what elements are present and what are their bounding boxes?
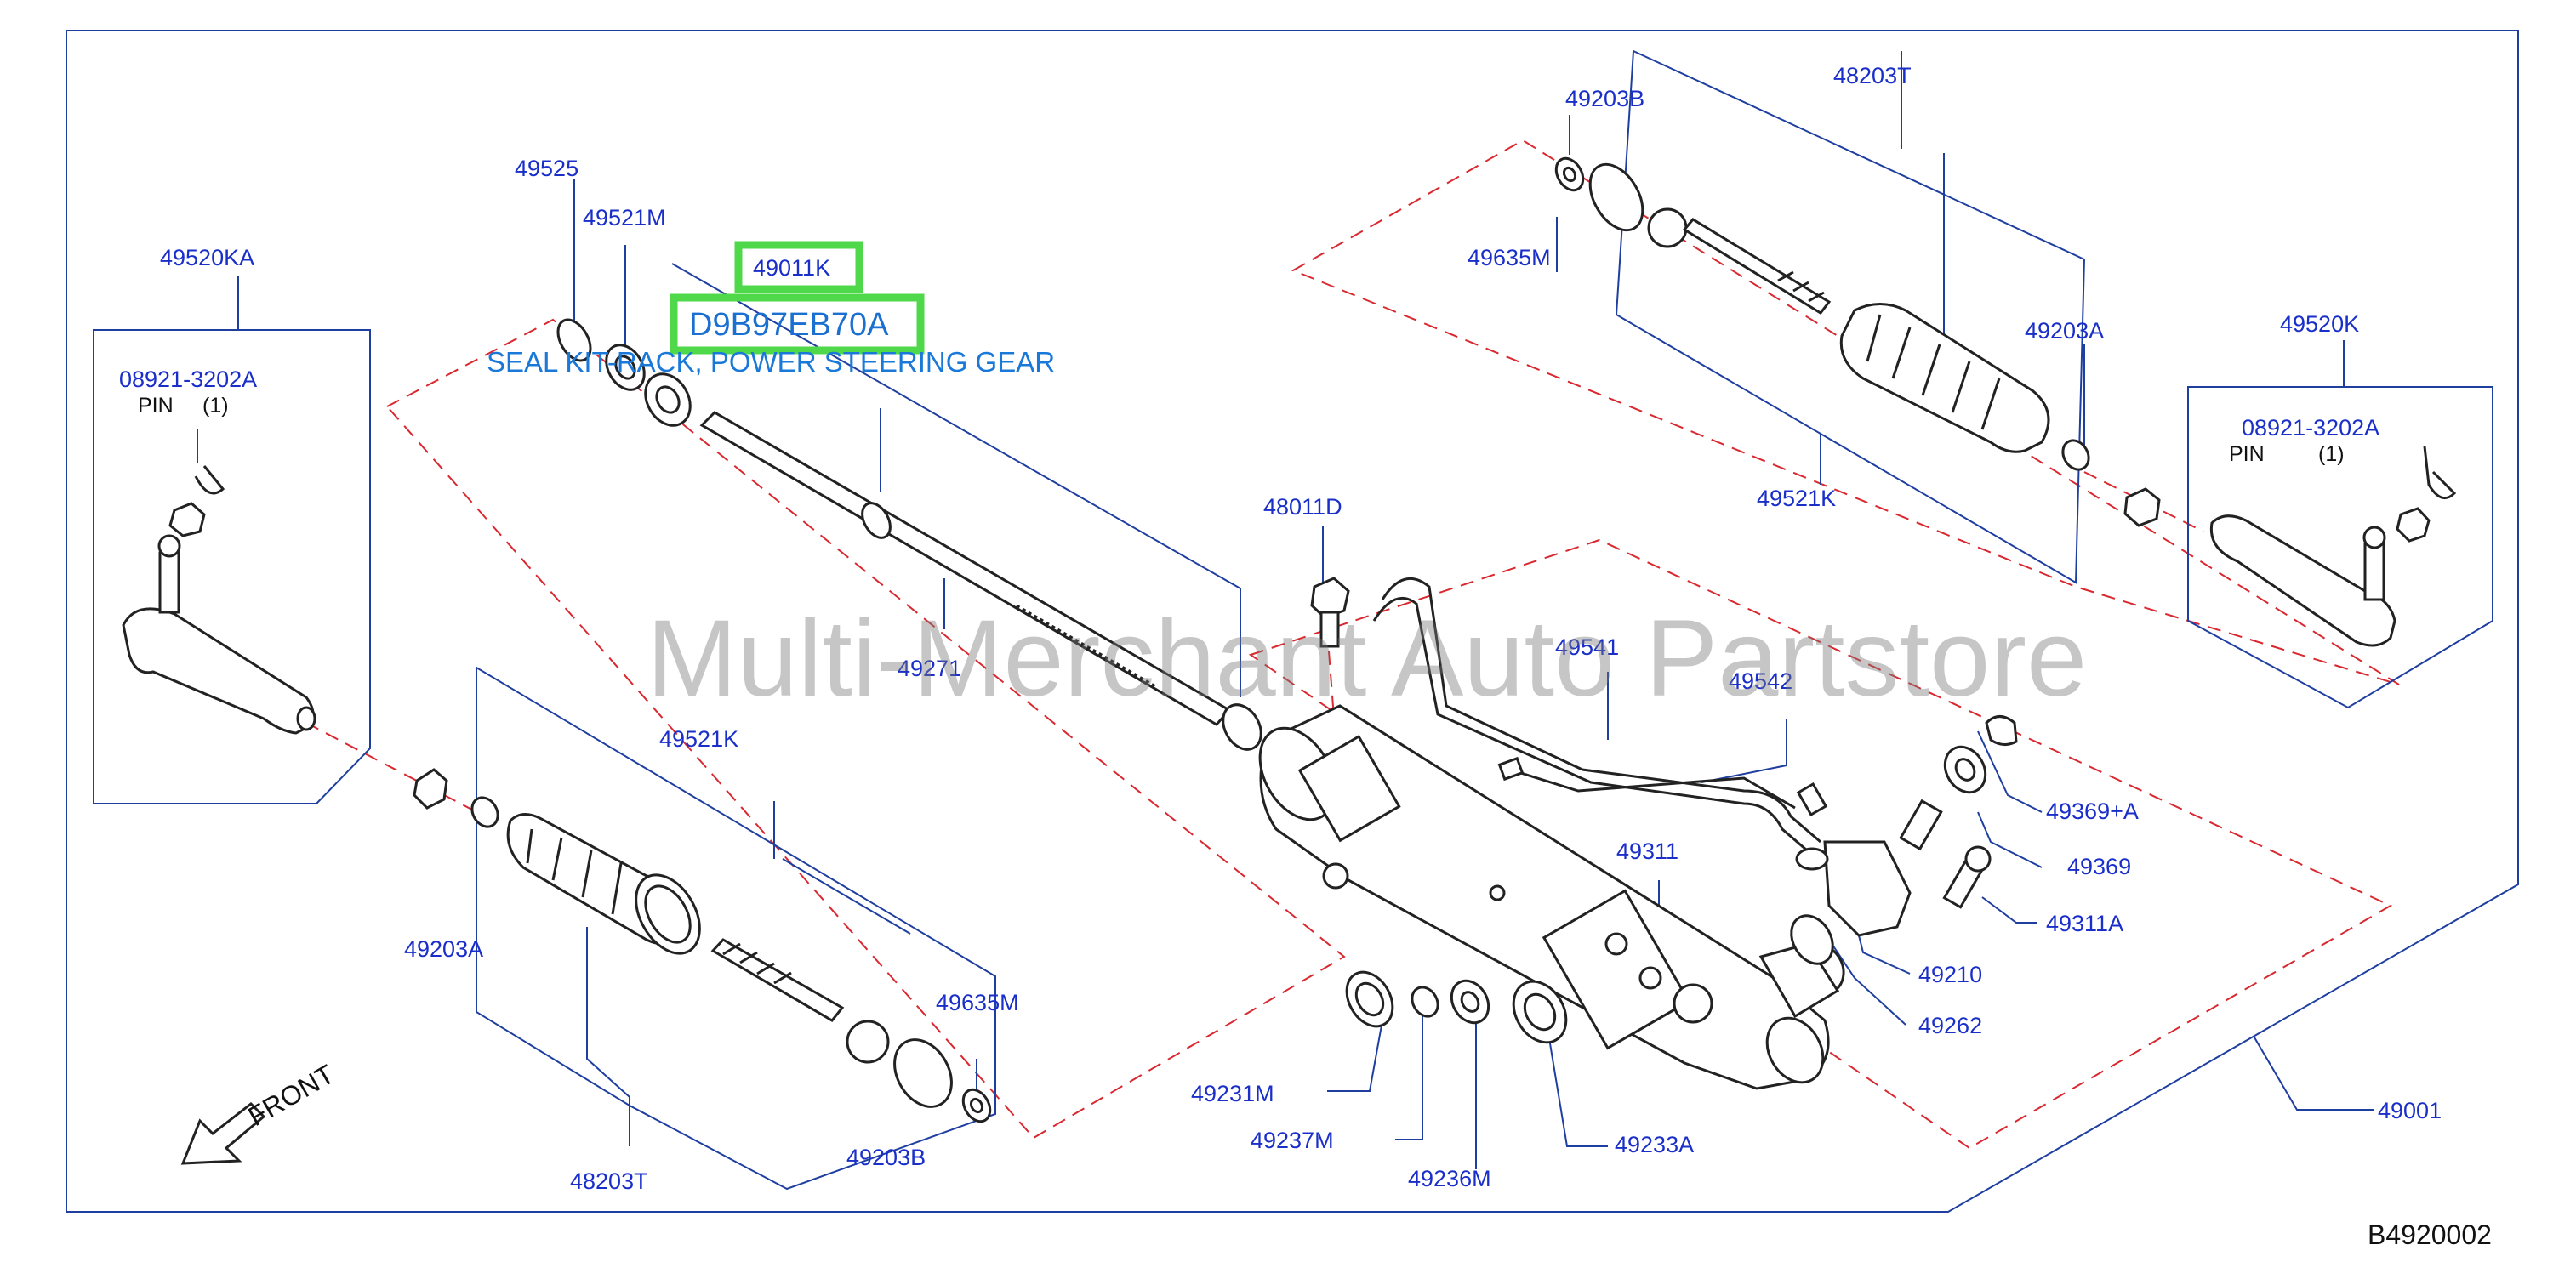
callout-49233A[interactable]: 49233A: [1615, 1132, 1694, 1157]
callout-48011D[interactable]: 48011D: [1263, 494, 1342, 520]
callout-49311[interactable]: 49311: [1616, 838, 1678, 864]
callout-49203B-top[interactable]: 49203B: [1565, 86, 1644, 111]
callout-49635M-top[interactable]: 49635M: [1468, 245, 1551, 270]
callout-49369[interactable]: 49369: [2067, 854, 2131, 879]
part-clamp-49203A-left: [470, 796, 499, 828]
part-pipes-49541-49542: [1372, 577, 1828, 856]
callout-49203A-left[interactable]: 49203A: [404, 936, 483, 962]
tie-rod-dash-left: [305, 722, 486, 817]
callout-49635M-bottom[interactable]: 49635M: [936, 990, 1019, 1015]
callout-49236M[interactable]: 49236M: [1408, 1166, 1491, 1191]
part-clamp-49203B-bottom: [893, 1038, 953, 1108]
callout-49210[interactable]: 49210: [1918, 962, 1982, 987]
part-bushing-49236M: [1450, 979, 1490, 1025]
part-inner-tie-rod-top: [1647, 207, 1832, 315]
highlight-box-49011K: [734, 241, 863, 293]
callout-49521K-bottom[interactable]: 49521K: [659, 726, 738, 752]
callout-49311A[interactable]: 49311A: [2046, 911, 2123, 936]
part-bushing-49521M: [605, 344, 646, 391]
callout-labels: 49525 49521M 49520KA 08921-3202A PIN (1)…: [119, 63, 2442, 1194]
part-bolt-49311A: [1942, 845, 1992, 909]
part-washer-49635M-bottom: [961, 1088, 992, 1123]
part-valve-49210: [1795, 799, 1943, 937]
part-bushing-49231M: [1345, 970, 1394, 1028]
part-seal-49369: [1943, 745, 1987, 794]
selection-highlight: 49011K D9B97EB70A SEAL KIT-RACK, POWER S…: [487, 241, 1055, 378]
part-boot-48203T-bottom: [506, 813, 701, 955]
part-snap-ring-49525: [556, 318, 592, 362]
part-oring-49262: [1790, 914, 1834, 965]
group-outline-right-tierod: [1291, 139, 2400, 685]
leader-lines: [197, 51, 2374, 1169]
group-outline-rack: [385, 318, 1346, 1140]
part-inner-tie-rod-bottom: [710, 938, 890, 1064]
part-washer-49369A: [1985, 715, 2018, 746]
callout-49011K[interactable]: 49011K: [753, 255, 830, 281]
selected-part-code[interactable]: D9B97EB70A: [689, 307, 889, 343]
callout-08921-left[interactable]: 08921-3202A: [119, 367, 257, 392]
part-washer-49635M-top: [1554, 156, 1585, 192]
part-tie-rod-end-right: [2209, 446, 2457, 647]
callout-49001[interactable]: 49001: [2378, 1098, 2442, 1123]
part-rack-49271: [699, 411, 1262, 751]
part-nut-right: [2123, 487, 2161, 527]
bracket-49520K: [2187, 386, 2493, 709]
callout-48203T-bottom[interactable]: 48203T: [570, 1168, 648, 1194]
callout-49237M[interactable]: 49237M: [1251, 1128, 1334, 1153]
front-arrow: FRONT: [180, 1059, 339, 1165]
pin-label-right: PIN: [2229, 442, 2265, 466]
part-bolt-48011D: [1310, 577, 1350, 648]
callout-49262[interactable]: 49262: [1918, 1013, 1982, 1038]
part-clamp-49203A-right: [2061, 439, 2090, 471]
part-clamp-49203B-top: [1588, 162, 1644, 232]
callout-48203T-top[interactable]: 48203T: [1833, 63, 1912, 88]
callout-49521K-top[interactable]: 49521K: [1757, 486, 1836, 511]
part-bushing-49237M: [1411, 986, 1439, 1018]
diagram-id: B4920002: [2368, 1219, 2492, 1250]
callout-49521M[interactable]: 49521M: [583, 205, 666, 230]
part-boot-48203T-top: [1839, 303, 2050, 453]
callout-49271[interactable]: 49271: [898, 656, 961, 681]
diagram-frame: [66, 30, 2519, 1213]
callout-49541[interactable]: 49541: [1555, 634, 1619, 660]
front-label: FRONT: [243, 1059, 339, 1132]
pin-qty-right: (1): [2318, 442, 2345, 466]
callout-49542[interactable]: 49542: [1729, 668, 1792, 694]
callout-49203B-bottom[interactable]: 49203B: [846, 1145, 926, 1170]
callout-49520K[interactable]: 49520K: [2280, 311, 2359, 337]
pin-qty-left: (1): [202, 394, 229, 418]
watermark: Multi-Merchant Auto Partstore: [647, 598, 2087, 719]
part-nut-left: [413, 768, 448, 810]
highlight-box-selected-code: [670, 293, 925, 355]
callout-49203A-right[interactable]: 49203A: [2025, 318, 2104, 344]
bracket-49520KA: [93, 329, 371, 804]
bracket-49521K-bottom: [476, 666, 996, 1191]
callout-49520KA[interactable]: 49520KA: [160, 245, 254, 270]
part-bushing-49233A: [1512, 980, 1568, 1044]
part-tie-rod-end-left: [122, 465, 316, 735]
callout-08921-right[interactable]: 08921-3202A: [2242, 415, 2379, 441]
selected-part-name: SEAL KIT-RACK, POWER STEERING GEAR: [487, 346, 1055, 378]
part-seal-ring: [644, 372, 692, 427]
callout-49231M[interactable]: 49231M: [1191, 1081, 1274, 1106]
callout-49525[interactable]: 49525: [515, 156, 578, 181]
callout-49369A[interactable]: 49369+A: [2046, 799, 2139, 824]
pin-label-left: PIN: [138, 394, 174, 418]
